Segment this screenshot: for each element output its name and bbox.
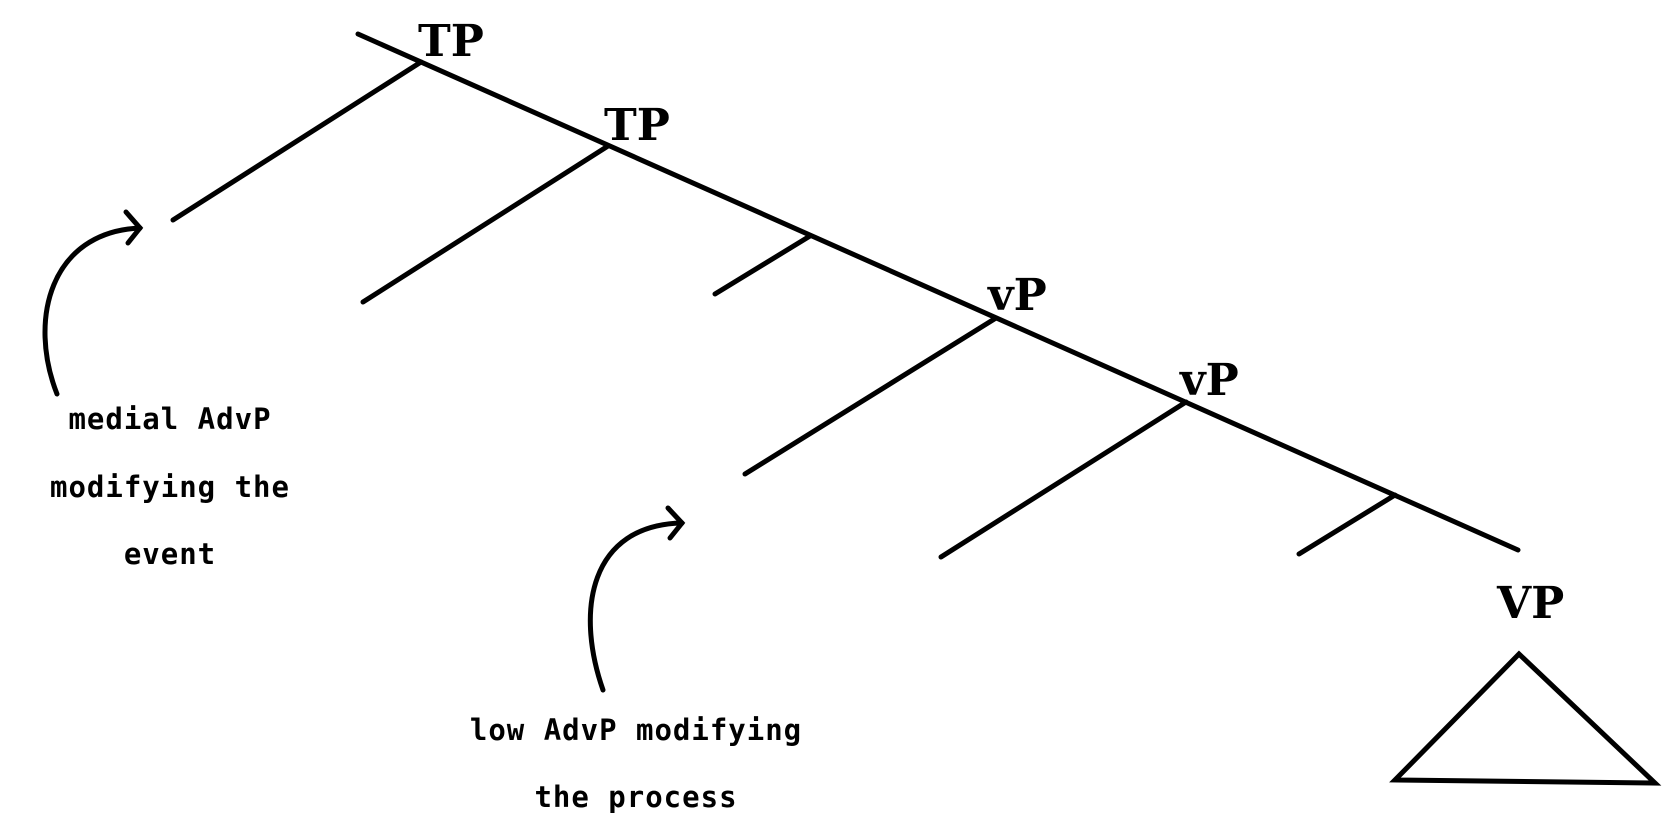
medial-advp-arrow (42, 225, 143, 397)
medial-advp-note-line1: medial AdvP (68, 402, 271, 436)
low-advp-note-line1: low AdvP modifying (470, 713, 802, 747)
vp-second-left-branch (938, 399, 1189, 560)
tree-spine (355, 31, 1521, 553)
node-tp-second: TP (604, 100, 670, 151)
tbar-short-branch (712, 233, 813, 297)
node-vp-big: VP (1496, 578, 1564, 629)
medial-advp-note-line2: modifying the (50, 470, 290, 504)
vp-first-left-branch (742, 315, 999, 477)
low-advp-note-line2: the process (534, 780, 737, 814)
medial-advp-arrowhead (123, 209, 144, 246)
tp-second-left-branch (360, 143, 611, 305)
node-tp-top: TP (418, 16, 484, 67)
medial-advp-note-line3: event (124, 537, 216, 571)
low-advp-arrowhead (665, 505, 686, 541)
tp-top-left-branch (170, 59, 424, 223)
vp-triangle (1389, 650, 1662, 786)
low-advp-arrow (587, 520, 685, 693)
node-vp-little-first: vP (987, 270, 1047, 321)
vbar-short-branch (1296, 492, 1398, 557)
node-vp-little-second: vP (1179, 355, 1239, 406)
